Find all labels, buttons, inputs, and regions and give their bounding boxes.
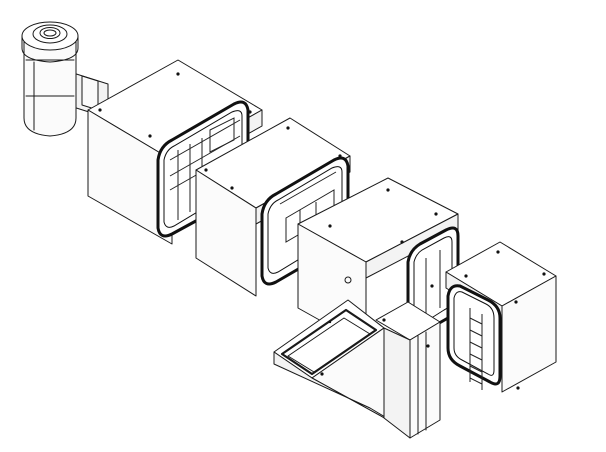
enclosure-box-4: [445, 241, 557, 393]
terminal-end-cap: [273, 299, 441, 439]
pipe-tee-fitting: [21, 21, 109, 137]
